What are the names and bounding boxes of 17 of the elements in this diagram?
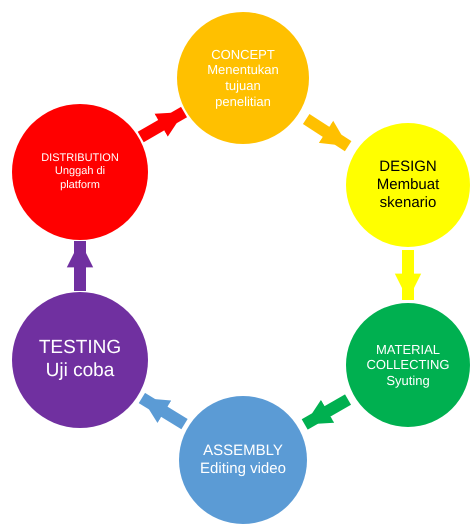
- stage-title: ASSEMBLY: [203, 442, 283, 460]
- stage-description: Menentukan tujuan penelitian: [206, 62, 280, 110]
- block-arrow: [394, 250, 422, 300]
- stage-description: Membuat skenario: [376, 176, 440, 212]
- stage-description: Unggah di platform: [54, 165, 106, 192]
- stage-title: MATERIAL COLLECTING: [365, 342, 451, 373]
- stage-description: Syuting: [386, 372, 430, 388]
- stage-title: CONCEPT: [211, 46, 275, 62]
- block-arrow: [66, 241, 94, 291]
- stage-title: DISTRIBUTION: [41, 152, 119, 166]
- block-arrow: [138, 106, 188, 142]
- block-arrow: [302, 394, 352, 430]
- stage-title: TESTING: [38, 337, 122, 360]
- stage-title: DESIGN: [379, 158, 437, 176]
- stage-description: Uji coba: [46, 360, 114, 383]
- stage-description: Editing video: [200, 460, 286, 478]
- block-arrow: [302, 114, 352, 152]
